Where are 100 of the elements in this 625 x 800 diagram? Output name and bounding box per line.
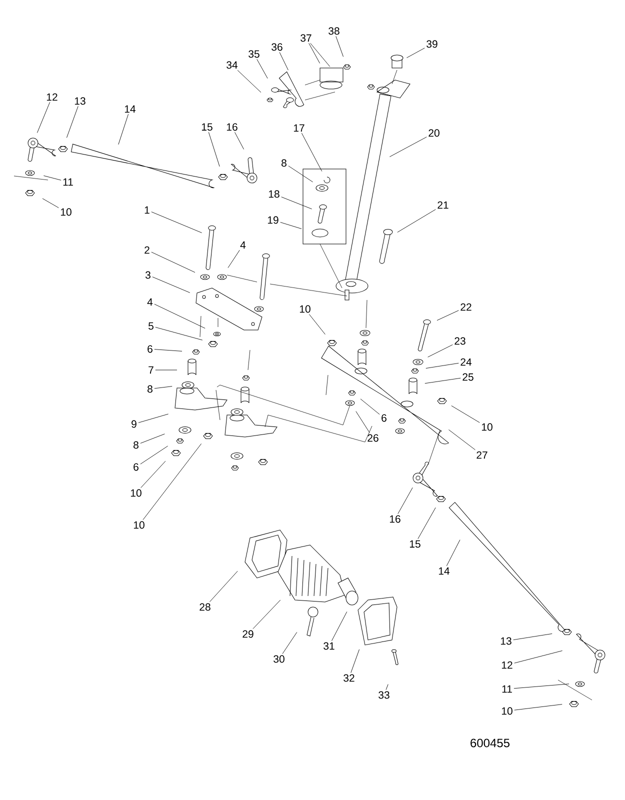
callout-number: 19 xyxy=(268,216,278,224)
callout-number: 22 xyxy=(460,303,472,311)
leader-line xyxy=(154,349,182,352)
callout-number: 28 xyxy=(200,603,210,611)
leader-line xyxy=(252,600,281,630)
callout-number: 35 xyxy=(248,50,260,58)
callout-number: 15 xyxy=(202,123,212,131)
leader-line xyxy=(210,570,238,602)
callout-number: 31 xyxy=(324,642,334,650)
callout-number: 25 xyxy=(462,373,474,381)
callout-number: 39 xyxy=(426,40,438,48)
leader-line xyxy=(281,196,312,210)
callout-number: 23 xyxy=(454,337,466,345)
leader-line xyxy=(234,132,244,150)
callout-number: 18 xyxy=(268,190,280,198)
leader-line xyxy=(424,378,461,384)
callout-number: 17 xyxy=(294,124,304,132)
leader-line xyxy=(356,411,370,434)
leader-line xyxy=(389,136,427,158)
callout-number: 34 xyxy=(226,61,238,69)
leader-line xyxy=(386,684,388,690)
callout-number: 14 xyxy=(438,567,450,575)
callout-number: 11 xyxy=(502,685,512,693)
leader-line xyxy=(398,487,413,514)
callout-number: 16 xyxy=(390,515,400,523)
leader-line xyxy=(152,276,190,293)
callout-number: 10 xyxy=(60,208,72,216)
callout-number: 36 xyxy=(272,43,282,51)
leader-line xyxy=(426,362,459,369)
leader-line xyxy=(36,102,50,134)
leader-line xyxy=(446,540,460,566)
callout-number: 8 xyxy=(148,385,152,393)
leader-line xyxy=(256,59,268,79)
figure-number: 600455 xyxy=(470,738,510,748)
callout-number: 12 xyxy=(502,661,512,669)
callout-number: 8 xyxy=(282,159,286,167)
leader-line xyxy=(237,70,262,93)
leader-line xyxy=(151,252,196,273)
leader-line xyxy=(42,198,59,208)
callout-number: 11 xyxy=(63,178,73,186)
callout-number: 6 xyxy=(148,345,152,353)
leader-line xyxy=(350,649,360,674)
callout-number: 10 xyxy=(130,489,142,497)
callout-number: 9 xyxy=(132,420,136,428)
callout-number: 10 xyxy=(134,521,144,529)
callout-number: 6 xyxy=(134,463,138,471)
leader-line xyxy=(279,52,288,70)
leader-line xyxy=(288,166,314,182)
callout-number: 10 xyxy=(482,423,492,431)
callout-number: 24 xyxy=(460,358,472,366)
leader-line xyxy=(140,434,165,444)
leader-line xyxy=(451,405,480,423)
callout-number: 2 xyxy=(144,246,150,254)
leader-line xyxy=(151,212,202,234)
leader-line xyxy=(514,684,570,689)
callout-number: 16 xyxy=(226,123,238,131)
leader-line xyxy=(66,106,78,138)
leader-line xyxy=(138,414,169,423)
callout-number: 4 xyxy=(147,298,153,306)
callout-number: 7 xyxy=(148,366,154,374)
leader-line xyxy=(310,43,330,67)
callout-number: 27 xyxy=(476,451,488,459)
callout-number: 13 xyxy=(74,97,86,105)
callout-number: 12 xyxy=(46,93,58,101)
leader-line xyxy=(436,310,459,321)
leader-line xyxy=(154,304,206,329)
leader-line xyxy=(140,460,166,488)
callout-number: 10 xyxy=(300,305,310,313)
leader-line xyxy=(448,429,476,450)
leader-line xyxy=(514,704,562,710)
leader-line xyxy=(406,48,425,58)
callout-number: 38 xyxy=(328,27,340,35)
leader-line xyxy=(301,132,322,172)
callout-number: 37 xyxy=(300,34,312,42)
leader-line xyxy=(228,250,240,268)
callout-number: 29 xyxy=(242,630,254,638)
callout-number: 13 xyxy=(500,637,512,645)
callout-number: 14 xyxy=(124,105,136,113)
callout-number: 5 xyxy=(148,322,154,330)
leader-line xyxy=(428,344,453,358)
callout-number: 30 xyxy=(274,655,284,663)
leader-line xyxy=(208,132,220,167)
callout-number: 6 xyxy=(382,414,386,422)
callout-number: 15 xyxy=(410,540,420,548)
leader-line xyxy=(514,650,563,664)
leader-line xyxy=(332,611,348,641)
leader-line xyxy=(513,633,552,640)
leader-line xyxy=(418,507,436,540)
callout-number: 1 xyxy=(144,206,150,214)
leader-line xyxy=(308,314,326,335)
callout-number: 26 xyxy=(368,434,378,442)
leader-line xyxy=(336,36,344,57)
callout-number: 20 xyxy=(428,129,440,137)
callout-number: 10 xyxy=(502,707,512,715)
leader-line xyxy=(397,209,436,233)
callout-number: 4 xyxy=(240,241,246,249)
leader-line xyxy=(360,398,380,415)
leader-line xyxy=(140,446,168,464)
leader-line xyxy=(280,222,302,230)
callout-number: 21 xyxy=(438,201,448,209)
